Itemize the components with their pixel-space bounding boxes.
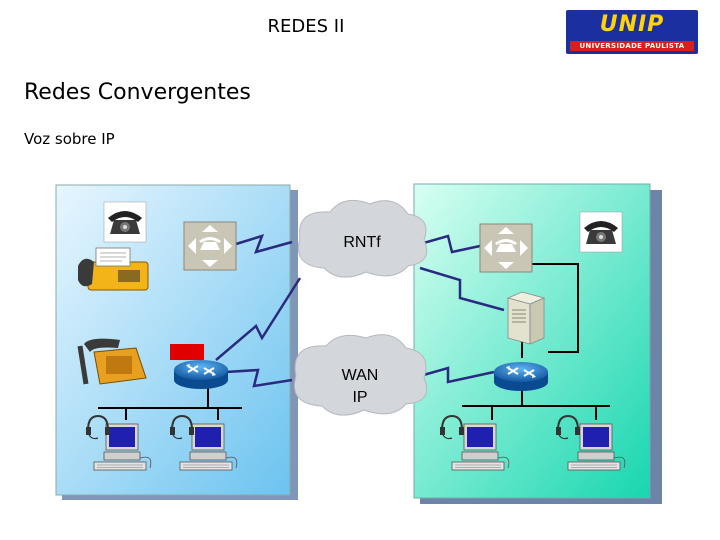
left-router-to-wan-link xyxy=(225,368,293,388)
left-router-icon xyxy=(173,359,229,390)
fax-icon xyxy=(78,247,149,291)
left-voice-gateway-icon xyxy=(183,221,237,271)
wan-to-right-router-link xyxy=(419,366,495,384)
right-site-area xyxy=(413,183,662,504)
logo-subtitle: UNIVERSIDADE PAULISTA xyxy=(570,41,694,51)
logo-wordmark: UNIP xyxy=(599,12,665,37)
pbx-phone-icon xyxy=(77,338,147,385)
wan-cloud-label-line1: WAN xyxy=(342,367,379,384)
left-telephone-icon xyxy=(103,201,147,243)
wan-cloud-label-line2: IP xyxy=(352,389,367,406)
right-router-icon xyxy=(493,361,549,392)
header-title: REDES II xyxy=(267,16,345,37)
left-router-to-pstn-link xyxy=(215,277,302,361)
slide-subtitle: Voz sobre IP xyxy=(24,130,115,148)
wan-cloud: WAN IP xyxy=(294,334,428,416)
slide-title: Redes Convergentes xyxy=(24,80,251,105)
right-voice-gateway-icon xyxy=(479,223,533,273)
pstn-cloud: RNTf xyxy=(298,199,428,278)
pstn-to-right-gateway-link xyxy=(419,234,481,254)
unip-logo: UNIP UNIVERSIDADE PAULISTA xyxy=(566,10,698,54)
wan-links xyxy=(215,234,505,388)
server-icon xyxy=(506,291,546,345)
pstn-to-server-link xyxy=(419,266,505,312)
right-telephone-icon xyxy=(579,211,623,253)
left-gateway-to-pstn-link xyxy=(235,234,293,254)
pstn-cloud-label: RNTf xyxy=(343,234,381,251)
red-flag-indicator xyxy=(170,344,204,360)
